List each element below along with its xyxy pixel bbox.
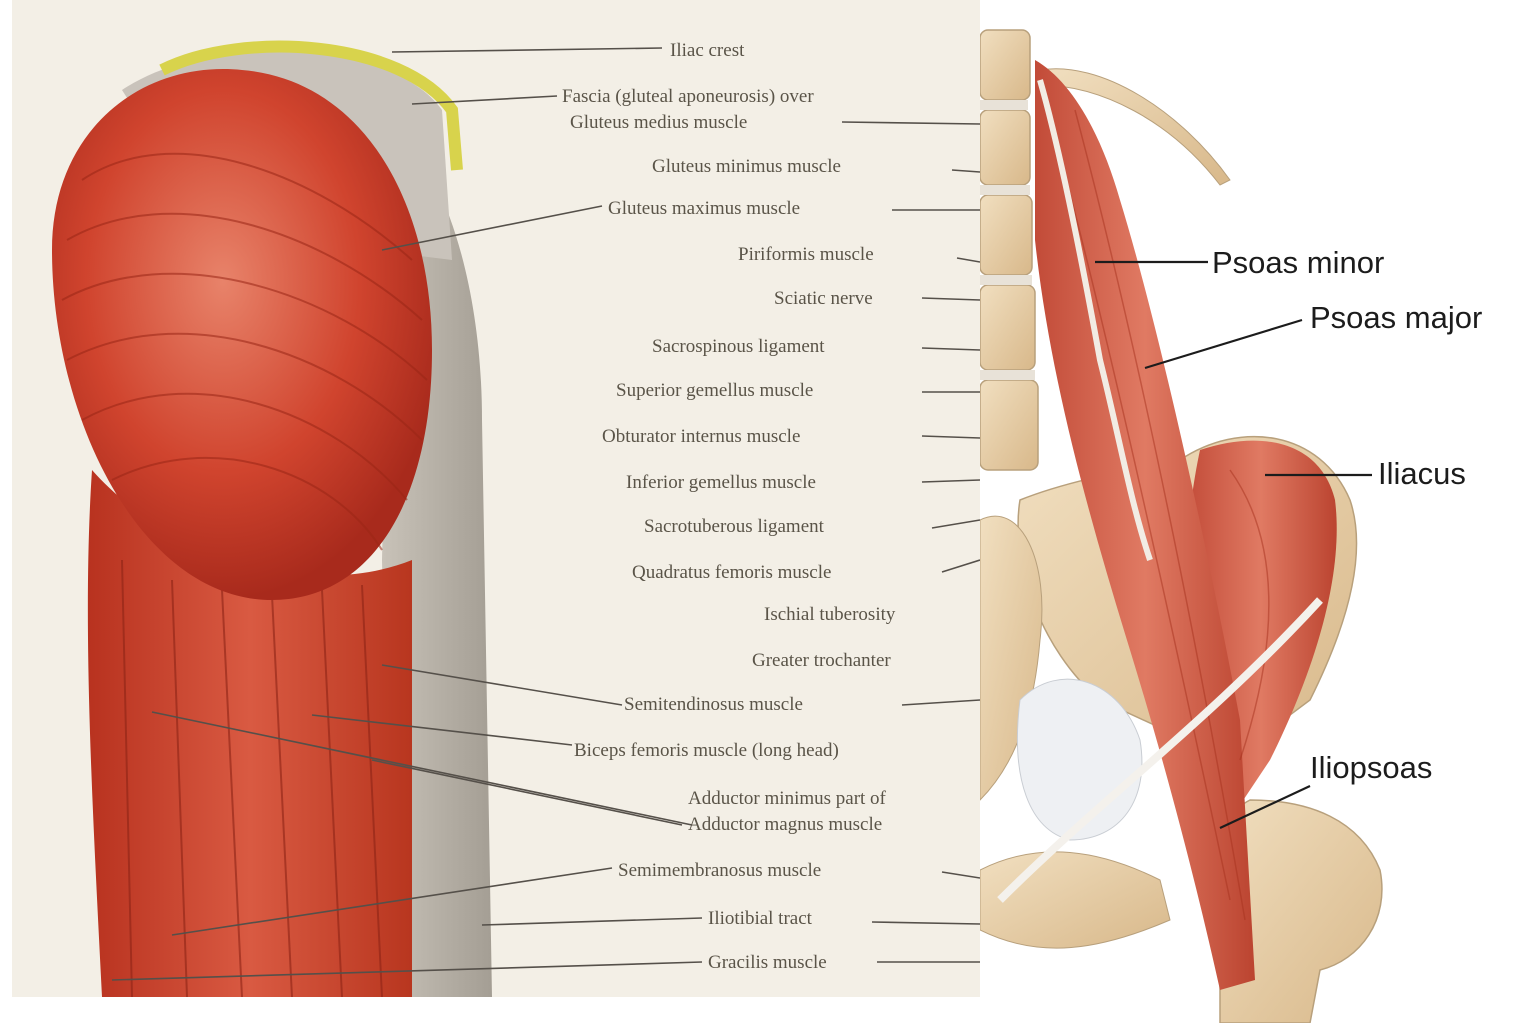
label-gluteal-aponeurosis: Fascia (gluteal aponeurosis) over [562,86,814,107]
label-semitendinosus: Semitendinosus muscle [624,694,803,715]
label-sacrospinous-ligament: Sacrospinous ligament [652,336,825,357]
label-gluteus-minimus: Gluteus minimus muscle [652,156,841,177]
label-ischial-tuberosity: Ischial tuberosity [764,604,896,625]
label-psoas-major: Psoas major [1310,300,1482,335]
label-inferior-gemellus: Inferior gemellus muscle [626,472,816,493]
label-sciatic-nerve: Sciatic nerve [774,288,873,309]
label-iliotibial-tract: Iliotibial tract [708,908,813,929]
label-iliac-crest: Iliac crest [670,40,745,61]
label-semimembranosus: Semimembranosus muscle [618,860,821,881]
label-quadratus-femoris: Quadratus femoris muscle [632,562,831,583]
label-superior-gemellus: Superior gemellus muscle [616,380,813,401]
iliopsoas-illustration-panel: Psoas minor Psoas major Iliacus Iliopsoa… [980,0,1529,1023]
label-gracilis: Gracilis muscle [708,952,827,973]
label-psoas-minor: Psoas minor [1212,245,1384,280]
vertebral-column [980,30,1038,470]
label-adductor-minimus: Adductor minimus part of [688,788,887,809]
label-gluteus-maximus: Gluteus maximus muscle [608,198,800,219]
pubis-shape [980,852,1170,948]
label-obturator-internus: Obturator internus muscle [602,426,800,447]
label-sacrotuberous-ligament: Sacrotuberous ligament [644,516,825,537]
label-gluteus-medius: Gluteus medius muscle [570,112,747,133]
label-adductor-magnus: Adductor magnus muscle [688,814,882,835]
label-biceps-femoris: Biceps femoris muscle (long head) [574,740,839,761]
label-iliacus: Iliacus [1378,456,1466,491]
label-iliopsoas: Iliopsoas [1310,750,1432,785]
label-piriformis: Piriformis muscle [738,244,874,265]
gluteal-illustration-panel: Iliac crest Fascia (gluteal aponeurosis)… [12,0,980,997]
iliopsoas-anatomy-drawing: Psoas minor Psoas major Iliacus Iliopsoa… [980,0,1529,1023]
gluteal-anatomy-drawing: Iliac crest Fascia (gluteal aponeurosis)… [12,0,980,997]
label-greater-trochanter: Greater trochanter [752,650,891,671]
